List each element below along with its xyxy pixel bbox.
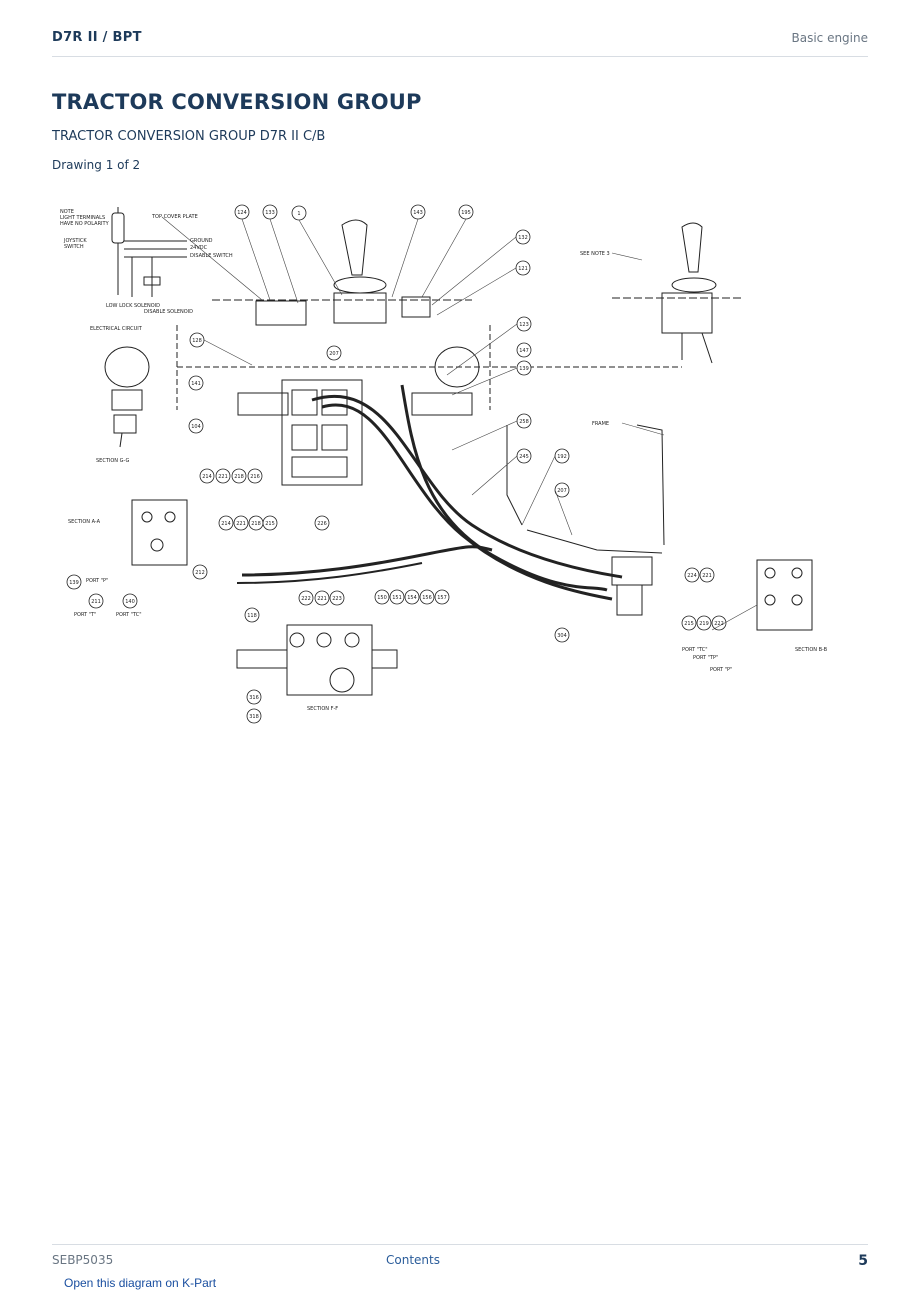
svg-text:LIGHT TERMINALS: LIGHT TERMINALS xyxy=(60,215,105,221)
svg-text:118: 118 xyxy=(247,613,257,619)
svg-text:154: 154 xyxy=(407,595,417,601)
svg-text:215: 215 xyxy=(684,621,694,627)
svg-text:LOW LOCK SOLENOID: LOW LOCK SOLENOID xyxy=(106,303,160,309)
svg-text:SECTION A-A: SECTION A-A xyxy=(68,519,101,525)
svg-text:224: 224 xyxy=(687,573,697,579)
svg-text:133: 133 xyxy=(265,210,275,216)
document-id: SEBP5035 xyxy=(52,1253,114,1267)
svg-text:SECTION F-F: SECTION F-F xyxy=(307,706,338,712)
svg-text:211: 211 xyxy=(91,599,101,605)
svg-text:212: 212 xyxy=(195,570,205,576)
callout-markers xyxy=(66,204,727,724)
svg-text:222: 222 xyxy=(301,596,311,602)
svg-text:123: 123 xyxy=(519,322,529,328)
svg-text:151: 151 xyxy=(392,595,402,601)
section-name: Basic engine xyxy=(791,31,868,45)
svg-text:150: 150 xyxy=(377,595,387,601)
diagram-svg: 124 133 1 143 195 132 121 128 207 123 147 139 14… xyxy=(60,204,828,724)
page-subtitle: TRACTOR CONVERSION GROUP D7R II C/B xyxy=(52,129,326,144)
parts-diagram: 124 133 1 143 195 132 121 128 207 123 147 139 14… xyxy=(52,185,872,755)
svg-text:316: 316 xyxy=(249,695,259,701)
svg-text:226: 226 xyxy=(317,521,327,527)
svg-text:318: 318 xyxy=(249,714,259,720)
svg-text:218: 218 xyxy=(234,474,244,480)
svg-text:215: 215 xyxy=(265,521,275,527)
svg-text:195: 195 xyxy=(461,210,471,216)
svg-text:139: 139 xyxy=(519,366,529,372)
svg-text:221: 221 xyxy=(317,596,327,602)
svg-text:207: 207 xyxy=(557,488,567,494)
svg-text:24VDC: 24VDC xyxy=(190,245,208,251)
svg-text:141: 141 xyxy=(191,381,201,387)
page-footer: SEBP5035 Contents 5 xyxy=(52,1244,868,1275)
svg-text:245: 245 xyxy=(519,454,529,460)
svg-text:214: 214 xyxy=(202,474,212,480)
svg-text:143: 143 xyxy=(413,210,423,216)
svg-text:128: 128 xyxy=(192,338,202,344)
svg-text:PORT "TP": PORT "TP" xyxy=(693,655,718,661)
svg-text:124: 124 xyxy=(237,210,247,216)
svg-text:JOYSTICK: JOYSTICK xyxy=(63,238,87,244)
svg-text:156: 156 xyxy=(422,595,432,601)
svg-text:221: 221 xyxy=(218,474,228,480)
svg-text:TOP COVER PLATE: TOP COVER PLATE xyxy=(151,214,198,220)
contents-link[interactable]: Contents xyxy=(386,1253,440,1267)
svg-text:157: 157 xyxy=(437,595,447,601)
page-header: D7R II / BPT Basic engine xyxy=(52,28,868,57)
svg-text:DISABLE SWITCH: DISABLE SWITCH xyxy=(190,253,233,259)
svg-text:218: 218 xyxy=(251,521,261,527)
kpart-link[interactable]: Open this diagram on K-Part xyxy=(64,1276,217,1290)
svg-text:132: 132 xyxy=(518,235,528,241)
svg-text:SWITCH: SWITCH xyxy=(64,244,84,250)
svg-text:SECTION G-G: SECTION G-G xyxy=(96,458,129,464)
drawing-number: Drawing 1 of 2 xyxy=(52,158,141,172)
svg-text:PORT "TC": PORT "TC" xyxy=(116,612,142,618)
svg-text:214: 214 xyxy=(221,521,231,527)
joystick-switch-shape xyxy=(111,212,125,244)
svg-text:104: 104 xyxy=(191,424,201,430)
page-number: 5 xyxy=(858,1253,868,1269)
svg-text:147: 147 xyxy=(519,348,529,354)
svg-text:140: 140 xyxy=(125,599,135,605)
svg-text:SECTION B-B: SECTION B-B xyxy=(795,647,828,653)
page-title: TRACTOR CONVERSION GROUP xyxy=(52,90,422,114)
svg-text:GROUND: GROUND xyxy=(190,238,213,244)
svg-text:ELECTRICAL CIRCUIT: ELECTRICAL CIRCUIT xyxy=(90,326,143,332)
svg-text:PORT "P": PORT "P" xyxy=(710,667,732,673)
svg-text:PORT "T": PORT "T" xyxy=(74,612,96,618)
svg-text:DISABLE SOLENOID: DISABLE SOLENOID xyxy=(144,309,193,315)
svg-text:304: 304 xyxy=(557,633,567,639)
svg-text:221: 221 xyxy=(702,573,712,579)
svg-text:219: 219 xyxy=(699,621,709,627)
svg-text:216: 216 xyxy=(250,474,260,480)
svg-text:223: 223 xyxy=(332,596,342,602)
svg-text:PORT "TC": PORT "TC" xyxy=(682,647,708,653)
svg-text:FRAME: FRAME xyxy=(592,421,609,427)
svg-text:192: 192 xyxy=(557,454,567,460)
svg-text:121: 121 xyxy=(518,266,528,272)
svg-text:207: 207 xyxy=(329,351,339,357)
svg-text:SEE NOTE 3: SEE NOTE 3 xyxy=(580,251,610,257)
svg-text:PORT "P": PORT "P" xyxy=(86,578,108,584)
svg-text:258: 258 xyxy=(519,419,529,425)
svg-text:139: 139 xyxy=(69,580,79,586)
svg-text:HAVE NO POLARITY: HAVE NO POLARITY xyxy=(60,221,110,227)
svg-text:221: 221 xyxy=(236,521,246,527)
svg-text:222: 222 xyxy=(714,621,724,627)
model-breadcrumb: D7R II / BPT xyxy=(52,30,142,45)
svg-text:NOTE: NOTE xyxy=(60,209,74,215)
svg-text:1: 1 xyxy=(297,211,300,217)
